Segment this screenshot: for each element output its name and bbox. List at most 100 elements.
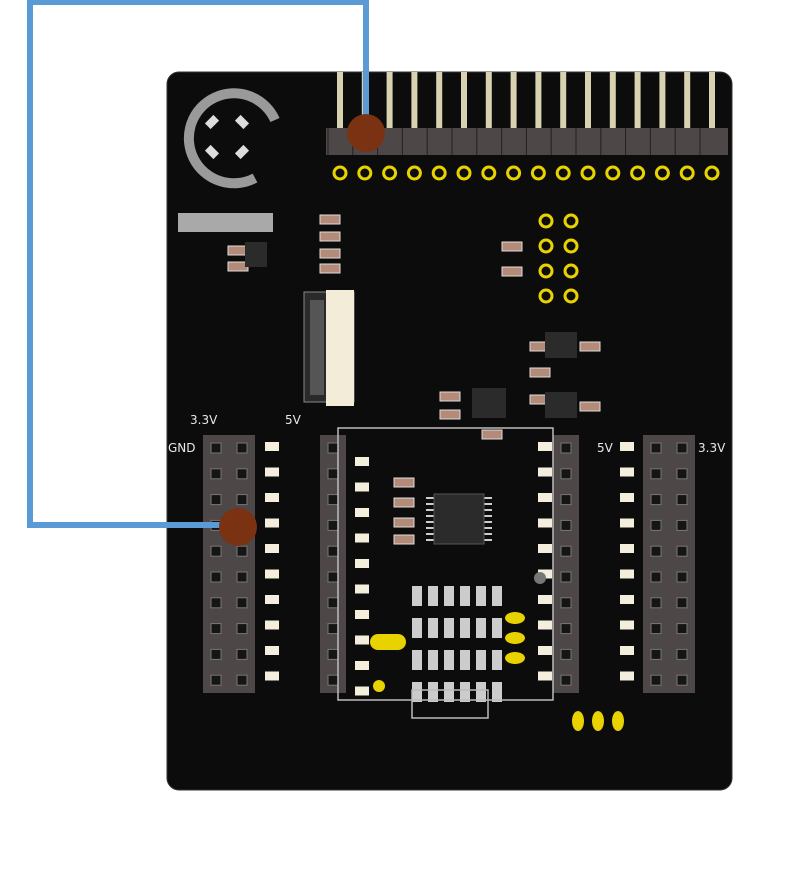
header-pin-hole	[236, 442, 248, 454]
smd-array	[412, 682, 422, 702]
smd-resistor	[319, 263, 341, 274]
smd-pad	[265, 493, 279, 502]
header-pin-hole	[327, 519, 339, 531]
connection-dot-top-header[interactable]	[347, 114, 385, 152]
header-pin-hole	[676, 519, 688, 531]
smd-resistor	[393, 497, 415, 508]
regulator-ic	[245, 242, 267, 267]
transistor-ic-1	[545, 332, 577, 358]
smd-pad	[355, 610, 369, 619]
header-pad	[654, 165, 670, 181]
smd-resistor	[439, 409, 461, 420]
smd-array	[428, 618, 438, 638]
smd-pad	[355, 584, 369, 594]
smd-pad	[620, 595, 634, 604]
connection-dot-left-header[interactable]	[219, 508, 257, 546]
module-outline	[337, 427, 554, 701]
smd-pad	[265, 569, 279, 579]
header-pin	[461, 72, 467, 128]
smd-resistor	[439, 391, 461, 402]
header-pin-hole	[560, 468, 572, 480]
header-pin-hole	[650, 442, 662, 454]
header-pin	[411, 72, 418, 128]
header-pin-hole	[210, 648, 222, 660]
header-pin	[609, 72, 616, 128]
io-pad	[538, 238, 554, 254]
jumper-wire	[27, 0, 369, 528]
io-pad	[563, 238, 579, 254]
smd-resistor	[501, 241, 523, 252]
header-pin-hole	[210, 442, 222, 454]
smd-array	[476, 682, 486, 702]
smd-pad	[538, 442, 552, 451]
smd-resistor	[393, 534, 415, 545]
smd-pad	[265, 518, 279, 528]
header-pin-hole	[236, 468, 248, 480]
header-pin-hole	[236, 623, 248, 635]
smd-pad	[620, 442, 634, 451]
header-pin-hole	[650, 597, 662, 609]
header-pin-hole	[236, 674, 248, 686]
header-pad	[481, 165, 497, 181]
header-pin-hole	[327, 442, 339, 454]
header-pin-hole	[210, 545, 222, 557]
smd-pad	[355, 559, 369, 568]
header-pin	[684, 72, 691, 128]
header-pin-hole	[236, 494, 248, 506]
header-pin-hole	[210, 468, 222, 480]
io-pad	[563, 213, 579, 229]
smd-pad	[355, 686, 369, 696]
header-pin-hole	[327, 674, 339, 686]
header-pin-hole	[236, 597, 248, 609]
pin-headers	[203, 435, 695, 696]
header-pad	[382, 165, 398, 181]
header-pin-hole	[560, 674, 572, 686]
logo-icon	[183, 88, 280, 189]
smd-array	[412, 650, 422, 670]
header-pin-hole	[650, 623, 662, 635]
header-pin-hole	[676, 623, 688, 635]
switch-pads	[572, 711, 624, 731]
small-ic	[472, 388, 506, 418]
header-pin	[386, 72, 393, 128]
header-pin-hole	[327, 571, 339, 583]
smd-resistor	[319, 214, 341, 225]
smd-pad	[538, 671, 552, 681]
smd-pad	[620, 646, 634, 655]
header-pin	[510, 72, 517, 128]
smd-resistor	[529, 367, 551, 378]
pcb-board	[166, 71, 733, 791]
header-pin-hole	[650, 494, 662, 506]
smd-array	[428, 586, 438, 606]
smd-pad	[265, 544, 279, 553]
header-pin	[436, 72, 443, 128]
header-pin-hole	[210, 674, 222, 686]
smd-pad	[265, 646, 279, 655]
header-pad	[679, 165, 695, 181]
header-pin-hole	[676, 468, 688, 480]
header-pad	[580, 165, 596, 181]
header-pin-hole	[650, 519, 662, 531]
smd-pad	[355, 635, 369, 645]
smd-pad	[265, 442, 279, 451]
smd-array	[460, 682, 470, 702]
io-pad	[538, 288, 554, 304]
header-pin-hole	[560, 597, 572, 609]
header-pin-hole	[676, 674, 688, 686]
smd-pad	[620, 671, 634, 681]
smd-array	[460, 618, 470, 638]
header-pin-hole	[560, 545, 572, 557]
header-pad	[431, 165, 447, 181]
header-pin-hole	[650, 545, 662, 557]
header-pin	[560, 72, 567, 128]
header-pin-hole	[327, 648, 339, 660]
header-pin-hole	[210, 597, 222, 609]
header-pin-hole	[236, 545, 248, 557]
io-pad	[538, 213, 554, 229]
smd-array	[476, 586, 486, 606]
header-pin-hole	[560, 571, 572, 583]
header-pin-hole	[210, 571, 222, 583]
label-right-5v: 5V	[597, 441, 614, 455]
header-pin-hole	[236, 571, 248, 583]
